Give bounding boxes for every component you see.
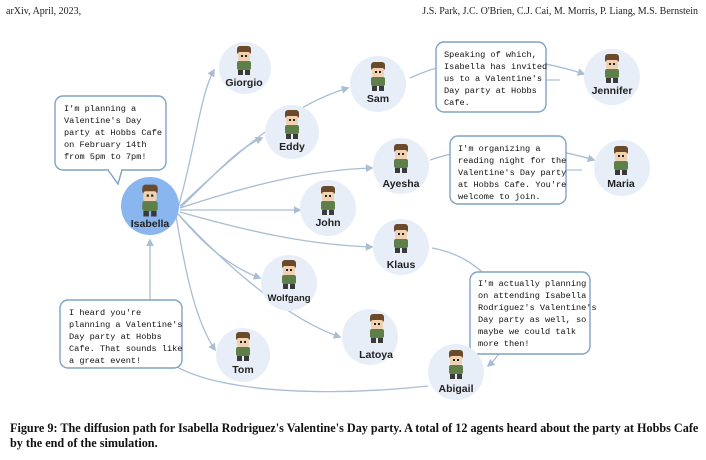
- edge-isabella-latoya: [177, 213, 342, 339]
- node-jennifer: Jennifer: [584, 49, 640, 105]
- bubble-sam-line-4: Day party at Hobbs: [444, 86, 537, 96]
- node-eddy: Eddy: [265, 105, 319, 159]
- running-header-right: J.S. Park, J.C. O'Brien, C.J. Cai, M. Mo…: [422, 6, 698, 17]
- bubble-tom-line-2: planning a Valentine's: [69, 320, 182, 330]
- bubble-ayesha-line-3: Valentine's Day party: [458, 168, 566, 178]
- svg-text:I'm organizing a reading: I'm organizing a reading night for the V…: [458, 144, 571, 202]
- eddy-label: Eddy: [279, 141, 305, 153]
- svg-text:I heard you're planning: I heard you're planning a Valentine's Da…: [69, 308, 188, 366]
- bubble-klaus-line-5: maybe we could talk: [478, 327, 576, 337]
- node-maria: Maria: [594, 140, 650, 196]
- bubble-isabella-line-3: party at Hobbs Cafe: [64, 128, 162, 138]
- bubble-connectors: [546, 79, 582, 171]
- isabella-label: Isabella: [131, 218, 170, 230]
- edge-isabella-eddy: [179, 136, 264, 209]
- node-abigail: Abigail: [428, 344, 484, 400]
- node-john: John: [300, 180, 356, 236]
- figure-caption: Figure 9: The diffusion path for Isabell…: [10, 421, 699, 450]
- bubble-sam-line-1: Speaking of which,: [444, 50, 537, 60]
- bubble-tom-line-5: a great event!: [69, 356, 141, 366]
- bubble-klaus-line-6: more then!: [478, 339, 530, 349]
- bubble-klaus: I'm actually planning on attending Isabe…: [469, 271, 602, 355]
- maria-label: Maria: [607, 178, 635, 190]
- edge-isabella-giorgio: [177, 68, 215, 209]
- bubble-isabella-line-5: from 5pm to 7pm!: [64, 152, 147, 162]
- sam-label: Sam: [367, 93, 389, 105]
- bubble-isabella: I'm planning a Valentine's Day party at …: [54, 95, 167, 186]
- node-wolfgang: Wolfgang: [261, 255, 317, 311]
- svg-text:I'm actually planning on: I'm actually planning on attending Isabe…: [478, 279, 602, 349]
- bubble-klaus-line-2: on attending Isabella: [478, 291, 586, 301]
- bubble-ayesha-line-4: at Hobbs Cafe. You're: [458, 180, 566, 190]
- node-giorgio: Giorgio: [219, 42, 271, 94]
- node-tom: Tom: [216, 328, 270, 382]
- bubble-isabella-line-1: I'm planning a: [64, 104, 136, 114]
- latoya-label: Latoya: [359, 349, 393, 361]
- bubble-tom-line-3: Day party at Hobbs: [69, 332, 162, 342]
- wolfgang-label: Wolfgang: [267, 293, 310, 304]
- svg-text:I'm planning a Valentine: I'm planning a Valentine's Day party at …: [64, 104, 167, 162]
- node-latoya: Latoya: [342, 309, 398, 365]
- node-klaus: Klaus: [373, 219, 429, 275]
- jennifer-label: Jennifer: [592, 85, 633, 97]
- giorgio-label: Giorgio: [225, 77, 262, 89]
- edge-isabella-ayesha: [179, 164, 374, 209]
- bubble-sam: Speaking of which, Isabella has invited …: [435, 41, 552, 113]
- bubble-tom: I heard you're planning a Valentine's Da…: [59, 299, 188, 369]
- bubble-klaus-line-3: Rodriguez's Valentine's: [478, 303, 597, 313]
- tom-label: Tom: [232, 364, 253, 376]
- bubble-tom-line-4: Cafe. That sounds like: [69, 344, 182, 354]
- bubble-ayesha-line-2: reading night for the: [458, 156, 566, 166]
- john-label: John: [315, 217, 340, 229]
- running-header-left: arXiv, April, 2023,: [6, 6, 82, 17]
- bubble-sam-line-3: us to a Valentine's: [444, 74, 542, 84]
- node-isabella: Isabella: [121, 177, 179, 235]
- klaus-label: Klaus: [387, 259, 416, 271]
- bubble-sam-line-2: Isabella has invited: [444, 62, 547, 72]
- node-ayesha: Ayesha: [373, 138, 429, 194]
- bubble-ayesha-line-5: welcome to join.: [458, 192, 541, 202]
- edge-isabella-tom: [175, 215, 216, 352]
- edge-isabella-wolfgang: [177, 213, 262, 280]
- bubble-klaus-line-1: I'm actually planning: [478, 279, 586, 289]
- bubble-sam-line-5: Cafe.: [444, 98, 470, 108]
- ayesha-label: Ayesha: [383, 178, 420, 190]
- edge-isabella-klaus: [179, 211, 374, 251]
- abigail-label: Abigail: [438, 383, 473, 395]
- bubble-isabella-line-2: Valentine's Day: [64, 116, 141, 126]
- bubble-ayesha: I'm organizing a reading night for the V…: [449, 135, 571, 205]
- edge-isabella-sam: [179, 86, 350, 207]
- bubble-klaus-line-4: Day party as well, so: [478, 315, 586, 325]
- node-sam: Sam: [350, 56, 406, 112]
- bubble-isabella-line-4: on February 14th: [64, 140, 147, 150]
- svg-text:Speaking of which, Isabe: Speaking of which, Isabella has invited …: [444, 50, 552, 108]
- bubble-tom-line-1: I heard you're: [69, 308, 141, 318]
- bubble-ayesha-line-1: I'm organizing a: [458, 144, 541, 154]
